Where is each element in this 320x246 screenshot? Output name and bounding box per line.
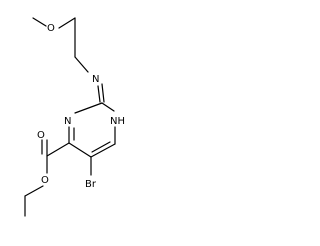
bond-o-ch2 — [58, 17, 76, 29]
atom-labels: O N N NH O O Br — [37, 23, 125, 190]
atom-methoxy-oxygen: O — [47, 23, 55, 34]
atom-ester-oxygen: O — [41, 175, 49, 186]
bond-n3-c2 — [74, 102, 103, 114]
bond-n-c2-double-a — [101, 83, 105, 103]
atom-carbonyl-oxygen: O — [37, 130, 45, 141]
atom-amino-nitrogen: N — [92, 74, 99, 85]
atom-bromine: Br — [85, 179, 97, 190]
bonds — [24, 17, 116, 217]
bond-n-c2-double-b — [97, 85, 101, 103]
bond-c2-nh — [101, 102, 115, 112]
bond-c6-c5 — [90, 143, 116, 158]
bond-ch2-nh — [74, 56, 89, 73]
atom-ring-nh: NH — [110, 116, 125, 127]
atom-ring-nitrogen-3: N — [64, 116, 71, 127]
bond-o-ch2-ethyl — [24, 185, 44, 197]
bond-c4-cester — [46, 142, 70, 157]
bond-c6-c5-inner — [91, 141, 111, 153]
bond-ch3-o — [32, 17, 47, 27]
chemical-structure: O N N NH O O Br — [24, 17, 125, 217]
bond-c5-c4 — [68, 142, 92, 158]
